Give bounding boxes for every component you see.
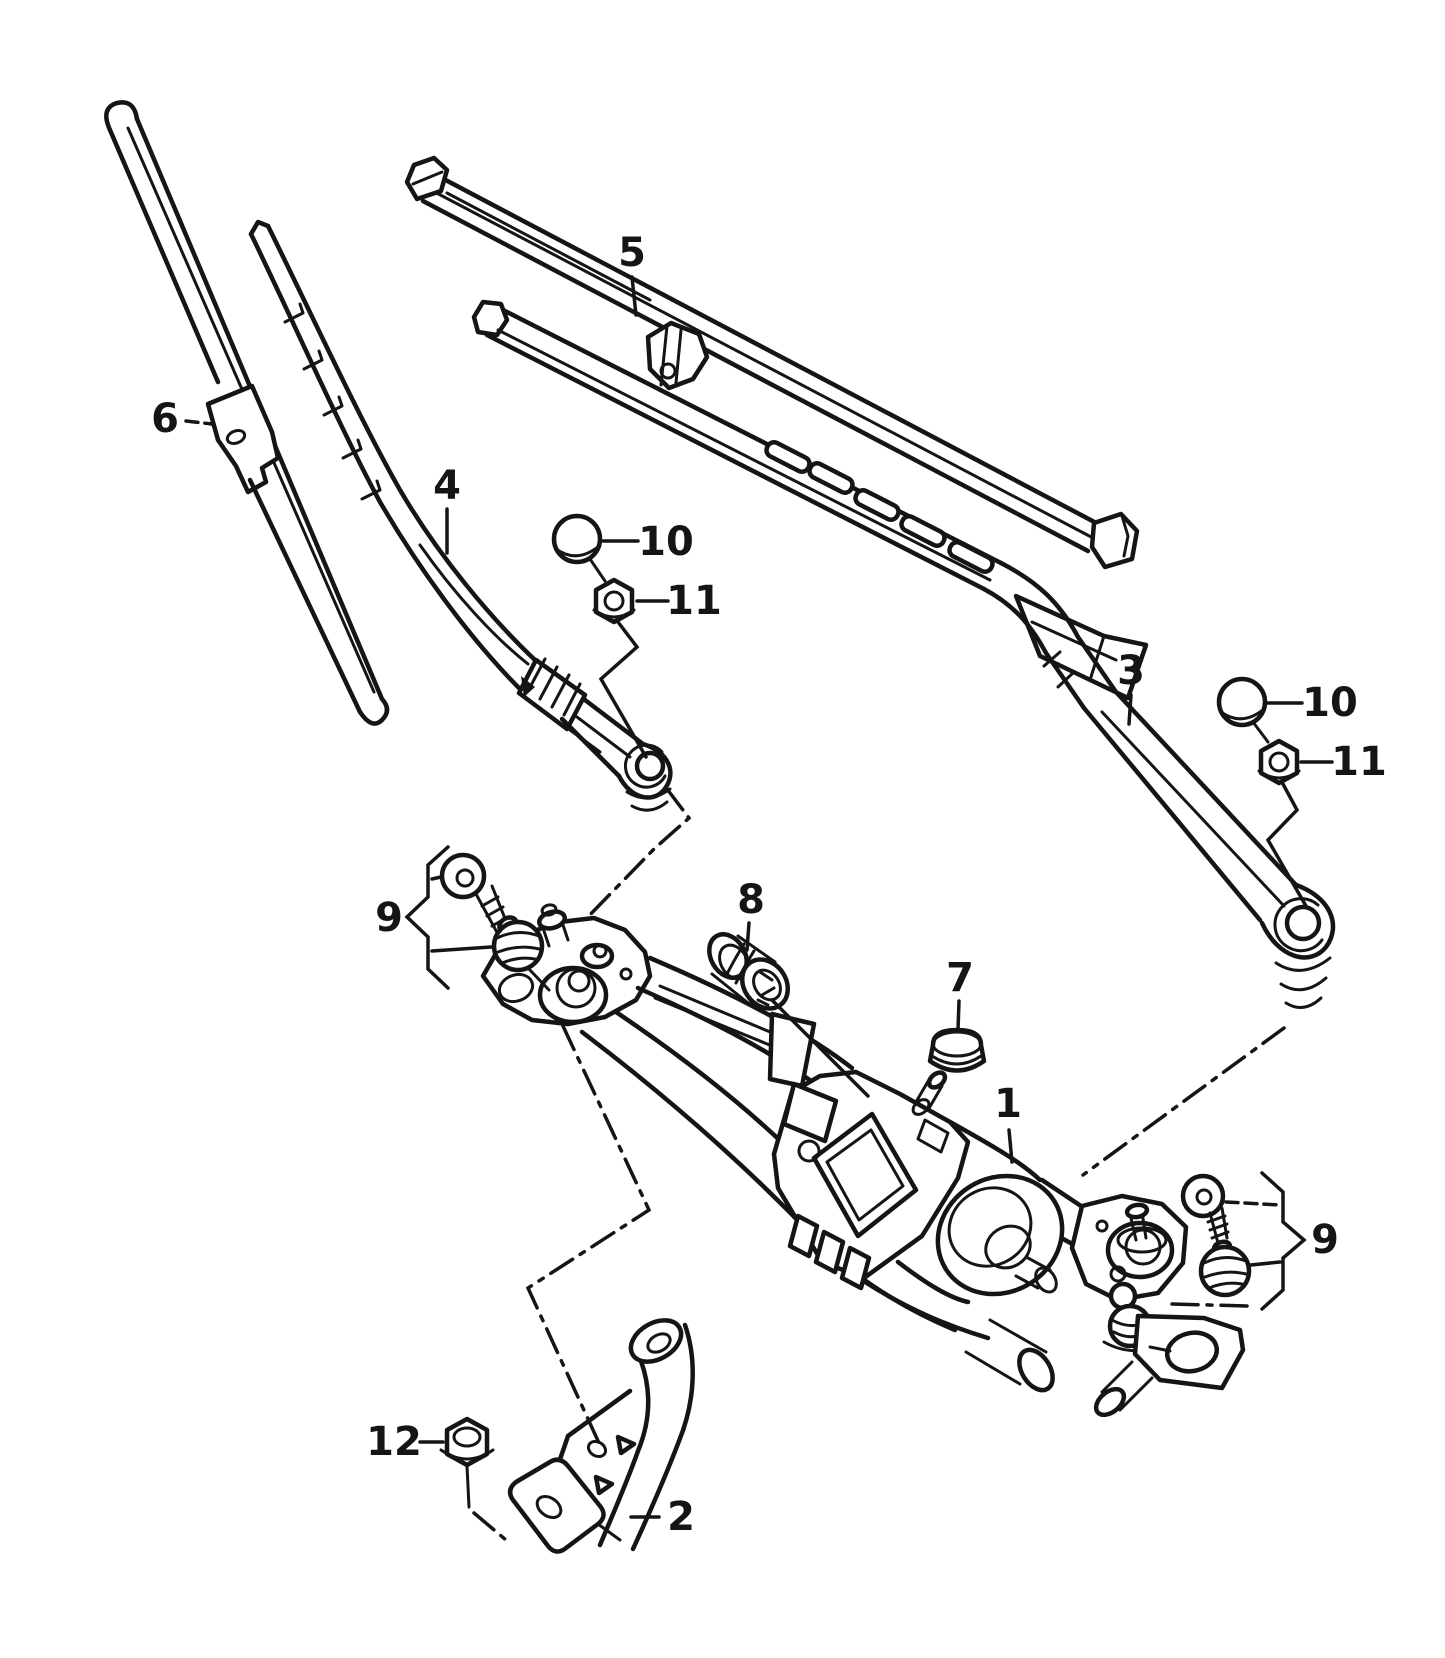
- callout-9-left-label: 9: [375, 895, 403, 941]
- gear-cover: [771, 1069, 971, 1291]
- nut-right-pointer: [1265, 782, 1308, 908]
- callout-10-right: 10: [1266, 680, 1358, 726]
- callout-2-label: 2: [667, 1494, 695, 1540]
- callout-7-label: 7: [946, 955, 974, 1001]
- callout-7: 7: [946, 955, 974, 1032]
- arm-pivot-end: [1259, 882, 1336, 960]
- bracket-eye: [628, 1318, 684, 1364]
- brace-left: [404, 845, 493, 990]
- callout-2: 2: [629, 1494, 695, 1540]
- arm-tip-cap: [471, 299, 510, 338]
- motor-linkage-assembly: [480, 903, 1246, 1418]
- callout-9-right: 9: [1311, 1217, 1339, 1263]
- assembly-axis-lines: [472, 787, 1286, 1542]
- wiper-blade-left: [104, 100, 390, 726]
- callouts: 1 2 3 4 5 6 7 8 9: [151, 230, 1387, 1540]
- shaft-cap: [927, 1027, 987, 1073]
- motor-cylinder: [895, 1119, 1065, 1305]
- crank-arm: [964, 1265, 1246, 1418]
- callout-6: 6: [151, 396, 214, 442]
- callout-12-label: 12: [366, 1419, 422, 1465]
- bolt-right: [1180, 1173, 1233, 1255]
- bushing-right: [1198, 1244, 1252, 1298]
- callout-4-label: 4: [433, 463, 461, 509]
- callout-11-left-label: 11: [666, 578, 722, 624]
- mounting-bracket: [507, 1318, 695, 1554]
- nut-left-pointer: [598, 620, 648, 759]
- grommet-pointer: [770, 998, 870, 1098]
- callout-8-label: 8: [737, 877, 765, 923]
- flange-nut: [439, 1416, 495, 1509]
- wiper-arm-left: [248, 219, 673, 812]
- callout-10-left: 10: [601, 519, 694, 565]
- right-bearing-mount: [1069, 1193, 1189, 1303]
- bushing-left: [491, 915, 551, 992]
- cap-right: [1216, 676, 1270, 744]
- arm-pivot-end: [616, 741, 673, 800]
- brace-right: [1224, 1171, 1307, 1311]
- arm-hook-clip: [1013, 593, 1149, 701]
- hex-nut-left: [592, 577, 648, 759]
- callout-9-left: 9: [375, 895, 403, 941]
- callout-11-right: 11: [1299, 739, 1387, 785]
- callout-12: 12: [366, 1419, 445, 1465]
- arm-vent-ticks: [283, 302, 382, 501]
- callout-11-right-label: 11: [1331, 739, 1387, 785]
- callout-1-label: 1: [994, 1081, 1022, 1127]
- callout-5-label: 5: [618, 230, 646, 276]
- bracket-foot: [507, 1457, 606, 1554]
- blade-end-cap: [1089, 511, 1140, 570]
- callout-8: 8: [737, 877, 765, 952]
- crank-pin: [911, 1070, 948, 1116]
- callout-11-left: 11: [635, 578, 722, 624]
- callout-3: 3: [1117, 648, 1145, 726]
- cap-left: [551, 513, 607, 583]
- callout-9-right-label: 9: [1311, 1217, 1339, 1263]
- arm-vent-slots: [764, 440, 995, 574]
- callout-1: 1: [994, 1081, 1022, 1164]
- callout-10-left-label: 10: [638, 519, 694, 565]
- hex-nut-right: [1257, 738, 1308, 908]
- callout-3-label: 3: [1117, 648, 1145, 694]
- callout-4: 4: [433, 463, 461, 555]
- callout-5: 5: [618, 230, 646, 317]
- callout-6-label: 6: [151, 396, 179, 442]
- wiper-arm-right: [471, 299, 1336, 1009]
- callout-10-right-label: 10: [1302, 680, 1358, 726]
- wiper-blade-right: [404, 155, 1140, 570]
- rubber-grommet: [707, 932, 870, 1098]
